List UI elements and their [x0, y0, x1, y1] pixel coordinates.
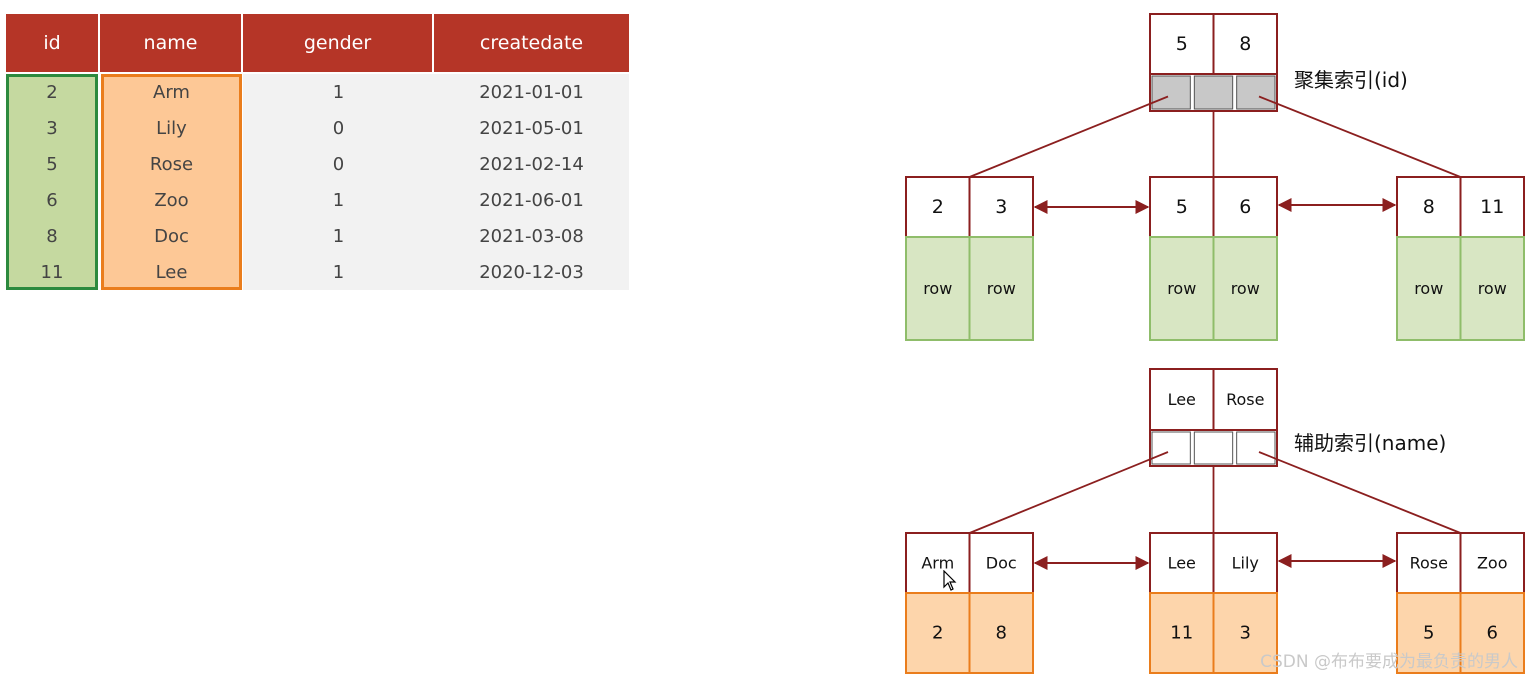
leaf-key: Rose: [1410, 554, 1448, 573]
leaf-value: 5: [1423, 623, 1434, 644]
watermark: CSDN @布布要成为最负责的男人: [1260, 652, 1518, 672]
table-cell-name: Lee: [155, 261, 188, 283]
clustered-index-tree: 5 8 2 3 row row 5 6 row row 8 11 row row: [905, 13, 1525, 341]
tree-edge: [969, 451, 1169, 534]
leaf-value: 2: [932, 623, 943, 644]
leaf-value: row: [987, 279, 1016, 298]
leaf-value: row: [1478, 279, 1507, 298]
leaf-value-cell: [968, 592, 1034, 674]
root-key: Rose: [1226, 390, 1264, 409]
leaf-value-cell: [1459, 236, 1525, 341]
table-cell-gender: 1: [332, 225, 345, 247]
table-cell-id: 5: [46, 153, 58, 175]
leaf-value-cell: [1396, 592, 1462, 674]
leaf-value: row: [1414, 279, 1443, 298]
table-cell-name: Zoo: [154, 189, 189, 211]
name-column-highlight: [101, 74, 242, 290]
leaf-key: 5: [1176, 196, 1188, 218]
clustered-index-label: 聚集索引(id): [1294, 68, 1408, 92]
table-cell-id: 6: [46, 189, 58, 211]
table-header-createdate: createdate: [434, 14, 629, 72]
table-cell-id: 11: [40, 261, 64, 283]
table-cell-createdate: 2021-06-01: [479, 189, 584, 211]
table-cell-createdate: 2021-02-14: [479, 153, 584, 175]
root-pointer-cell: [1151, 75, 1191, 110]
table-cell-createdate: 2020-12-03: [479, 261, 584, 283]
leaf-key: Lee: [1168, 554, 1196, 573]
table-header-gender: gender: [243, 14, 434, 72]
leaf-key: Arm: [921, 554, 954, 573]
root-pointer-cell: [1193, 431, 1234, 465]
leaf-key: 11: [1480, 196, 1504, 218]
root-key: 8: [1239, 33, 1251, 55]
root-pointer-cell: [1236, 431, 1276, 465]
root-pointer-cell: [1151, 431, 1191, 465]
leaf-value: 3: [1240, 623, 1251, 644]
leaf-value-cell: [1396, 236, 1462, 341]
table-header-name: name: [100, 14, 243, 72]
leaf-value-cell: [1459, 592, 1525, 674]
leaf-value: row: [923, 279, 952, 298]
leaf-value-cell: [1212, 592, 1278, 674]
root-pointer-cell: [1236, 75, 1276, 110]
root-key: 5: [1176, 33, 1188, 55]
table-body-background: [243, 74, 629, 290]
leaf-key: 3: [995, 196, 1007, 218]
table-cell-createdate: 2021-01-01: [479, 81, 584, 103]
secondary-index-label: 辅助索引(name): [1294, 431, 1447, 455]
leaf-value: 8: [996, 623, 1007, 644]
leaf-key: Doc: [986, 554, 1017, 573]
table-cell-gender: 0: [332, 117, 345, 139]
root-key: Lee: [1168, 390, 1196, 409]
table-cell-id: 3: [46, 117, 58, 139]
leaf-key: Zoo: [1477, 554, 1508, 573]
tree-edge: [1258, 451, 1461, 534]
leaf-key: 2: [932, 196, 944, 218]
tree-edge: [969, 95, 1169, 178]
table-cell-gender: 1: [332, 81, 345, 103]
table-cell-gender: 1: [332, 189, 345, 211]
mouse-cursor-icon: [943, 570, 957, 591]
table-cell-name: Lily: [156, 117, 187, 139]
leaf-value: 6: [1487, 623, 1498, 644]
tree-edge: [1258, 95, 1461, 178]
leaf-key: 8: [1423, 196, 1435, 218]
root-pointer-cell: [1193, 75, 1234, 110]
table-cell-createdate: 2021-05-01: [479, 117, 584, 139]
table-cell-name: Arm: [153, 81, 190, 103]
leaf-key: 6: [1239, 196, 1251, 218]
leaf-value: row: [1167, 279, 1196, 298]
leaf-value-cell: [968, 236, 1034, 341]
leaf-value-cell: [1149, 592, 1215, 674]
leaf-value: 11: [1170, 623, 1193, 644]
leaf-value-cell: [1149, 236, 1215, 341]
leaf-value: row: [1231, 279, 1260, 298]
leaf-key: Lily: [1232, 554, 1259, 573]
table-cell-name: Doc: [154, 225, 189, 247]
table-cell-id: 2: [46, 81, 58, 103]
table-cell-id: 8: [46, 225, 58, 247]
table-cell-gender: 1: [332, 261, 345, 283]
table-cell-name: Rose: [149, 153, 194, 175]
id-column-highlight: [6, 74, 98, 290]
leaf-value-cell: [1212, 236, 1278, 341]
table-cell-createdate: 2021-03-08: [479, 225, 584, 247]
table-cell-gender: 0: [332, 153, 345, 175]
leaf-value-cell: [905, 236, 971, 341]
table-header-id: id: [6, 14, 100, 72]
